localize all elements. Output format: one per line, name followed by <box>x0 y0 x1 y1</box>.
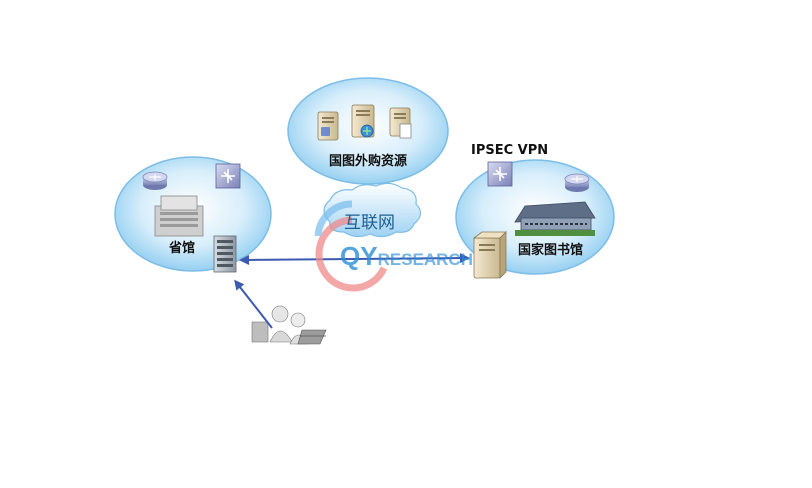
national-library-label: 国家图书馆 <box>518 243 584 258</box>
router-icon <box>142 171 168 190</box>
watermark-logo <box>314 200 388 292</box>
connection-arrow <box>239 253 470 265</box>
server-icon <box>472 231 507 279</box>
router-icon <box>564 173 590 192</box>
server-icon <box>317 111 339 141</box>
internet-label: 互联网 <box>344 213 395 233</box>
vpn-label: IPSEC VPN <box>471 143 549 158</box>
switch-icon <box>215 163 241 189</box>
rack-server-icon <box>213 235 237 273</box>
users-icon <box>251 305 327 345</box>
database-server-icon <box>351 104 375 138</box>
building-icon <box>154 195 204 237</box>
user-connection-arrow <box>234 279 273 329</box>
switch-icon <box>487 161 513 187</box>
external-resources-label: 国图外购资源 <box>329 154 408 169</box>
library-building-icon <box>514 201 596 236</box>
provincial-library-label: 省馆 <box>169 241 196 256</box>
file-server-icon <box>389 107 412 139</box>
